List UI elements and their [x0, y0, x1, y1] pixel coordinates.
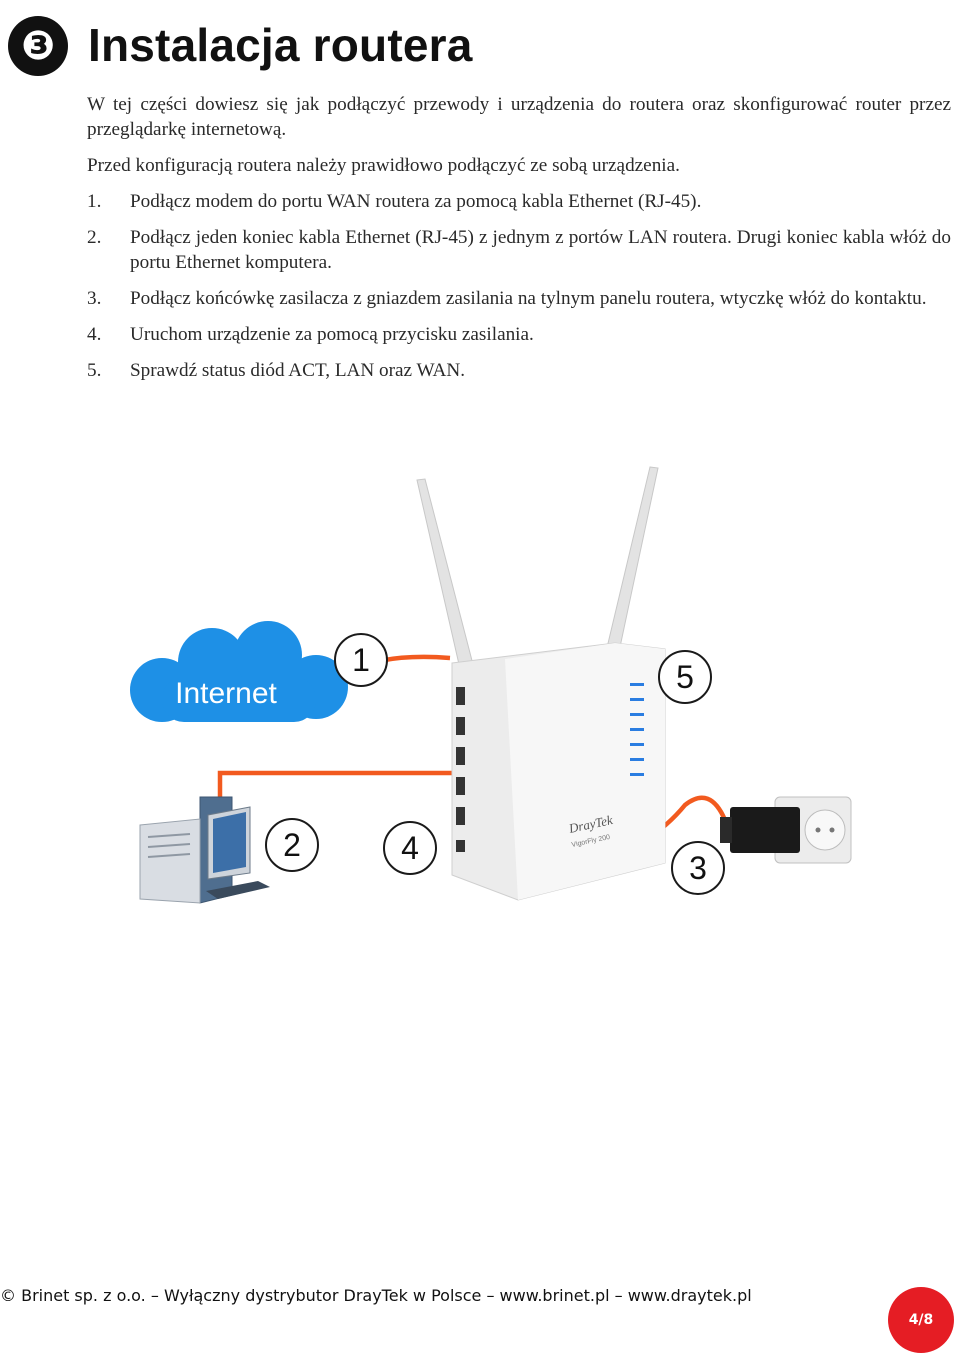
step-item: 4. Uruchom urządzenie za pomocą przycisku… — [87, 322, 951, 347]
router-port — [456, 777, 465, 795]
step-number: 2. — [87, 227, 102, 248]
step-text: Podłącz jeden koniec kabla Ethernet (RJ-… — [130, 227, 951, 273]
instructions: W tej części dowiesz się jak podłączyć p… — [87, 92, 951, 394]
section-number-badge: ❸ — [8, 16, 68, 76]
callout-label: 5 — [676, 659, 694, 695]
step-text: Sprawdź status diód ACT, LAN oraz WAN. — [130, 360, 466, 381]
step-text: Uruchom urządzenie za pomocą przycisku z… — [130, 324, 534, 345]
router-port — [456, 687, 465, 705]
led — [630, 758, 644, 761]
power-plug-icon — [720, 807, 800, 853]
step-text: Podłącz modem do portu WAN routera za po… — [130, 191, 702, 212]
page-header: ❸ Instalacja routera — [8, 14, 948, 84]
callout-label: 1 — [352, 642, 370, 678]
callout-2: 2 — [265, 818, 319, 872]
step-item: 2. Podłącz jeden koniec kabla Ethernet (R… — [87, 225, 951, 275]
antenna-left — [416, 478, 478, 683]
cloud-label: Internet — [175, 677, 277, 710]
page-number-badge: 4/8 — [888, 1287, 954, 1353]
status-leds — [630, 683, 644, 776]
step-item: 3. Podłącz końcówkę zasilacza z gniazdem … — [87, 286, 951, 311]
step-item: 1. Podłącz modem do portu WAN routera za … — [87, 189, 951, 214]
callout-4: 4 — [383, 821, 437, 875]
power-socket — [456, 840, 465, 852]
router-front — [505, 643, 665, 900]
router: DrayTek VigorFly 200 — [451, 642, 666, 901]
callout-5: 5 — [658, 650, 712, 704]
callout-label: 4 — [401, 830, 419, 866]
page-title: Instalacja routera — [88, 19, 473, 71]
callouts: 1 2 3 4 5 — [265, 633, 725, 895]
led — [630, 773, 644, 776]
callout-label: 2 — [283, 827, 301, 863]
router-port — [456, 717, 465, 735]
internet-cloud-icon: Internet — [130, 621, 348, 722]
lead-paragraph: Przed konfiguracją routera należy prawid… — [87, 155, 680, 176]
connection-diagram: DrayTek VigorFly 200 Internet — [120, 455, 860, 905]
callout-label: 3 — [689, 850, 707, 886]
callout-1: 1 — [334, 633, 388, 687]
router-port — [456, 747, 465, 765]
step-number: 4. — [87, 324, 102, 345]
led — [630, 728, 644, 731]
step-number: 3. — [87, 288, 102, 309]
step-number: 5. — [87, 360, 102, 381]
step-number: 1. — [87, 191, 102, 212]
intro-paragraph: W tej części dowiesz się jak podłączyć p… — [87, 94, 951, 140]
callout-3: 3 — [671, 841, 725, 895]
led — [630, 683, 644, 686]
router-port — [456, 807, 465, 825]
led — [630, 698, 644, 701]
step-item: 5. Sprawdź status diód ACT, LAN oraz WAN. — [87, 358, 951, 383]
footer-text: © Brinet sp. z o.o. – Wyłączny dystrybut… — [0, 1286, 752, 1305]
connection-diagram-svg: DrayTek VigorFly 200 Internet — [130, 466, 852, 904]
led — [630, 743, 644, 746]
step-text: Podłącz końcówkę zasilacza z gniazdem za… — [130, 288, 927, 309]
led — [630, 713, 644, 716]
computer-icon — [139, 796, 270, 904]
